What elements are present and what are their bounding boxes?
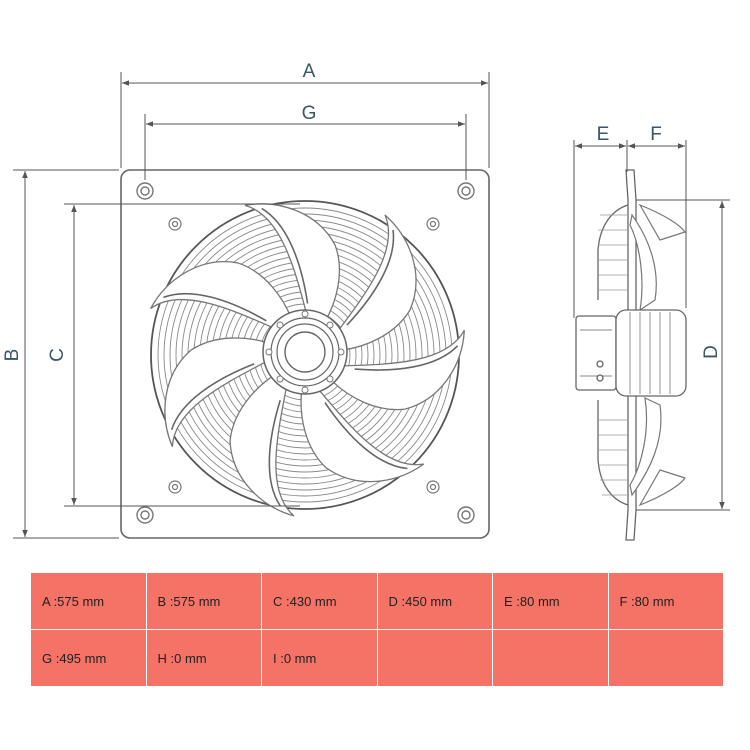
spec-cell-h: H :0 mm bbox=[145, 629, 262, 687]
table-row: A :575 mm B :575 mm C :430 mm D :450 mm … bbox=[30, 572, 724, 630]
spec-cell-empty bbox=[492, 629, 609, 687]
dimension-label-b: B bbox=[2, 349, 23, 362]
dimension-label-g: G bbox=[302, 103, 317, 124]
spec-cell-e: E :80 mm bbox=[492, 572, 609, 630]
front-dimensions bbox=[13, 72, 490, 539]
dimension-label-e: E bbox=[597, 124, 610, 145]
fan-technical-drawing: A G B C bbox=[2, 61, 730, 541]
spec-cell-empty bbox=[607, 629, 724, 687]
dimensions-table: A :575 mm B :575 mm C :430 mm D :450 mm … bbox=[30, 572, 724, 687]
side-guard bbox=[597, 204, 629, 506]
side-view bbox=[575, 169, 687, 541]
spec-cell-g: G :495 mm bbox=[30, 629, 147, 687]
guard-holes bbox=[168, 217, 440, 494]
fan-blades bbox=[142, 180, 485, 530]
corner-holes bbox=[136, 182, 475, 524]
spec-cell-b: B :575 mm bbox=[145, 572, 262, 630]
motor-hub bbox=[262, 309, 348, 395]
spec-cell-d: D :450 mm bbox=[376, 572, 493, 630]
side-motor bbox=[575, 315, 617, 391]
dimension-label-f: F bbox=[650, 124, 662, 145]
front-view bbox=[120, 169, 490, 539]
dimension-label-d: D bbox=[701, 345, 722, 359]
spec-cell-f: F :80 mm bbox=[607, 572, 724, 630]
spec-cell-c: C :430 mm bbox=[261, 572, 378, 630]
dimension-label-c: C bbox=[47, 348, 68, 362]
dimension-label-a: A bbox=[303, 61, 316, 82]
side-dimensions bbox=[573, 140, 730, 511]
table-row: G :495 mm H :0 mm I :0 mm bbox=[30, 629, 724, 687]
spec-cell-i: I :0 mm bbox=[261, 629, 378, 687]
spec-cell-a: A :575 mm bbox=[30, 572, 147, 630]
spec-cell-empty bbox=[376, 629, 493, 687]
